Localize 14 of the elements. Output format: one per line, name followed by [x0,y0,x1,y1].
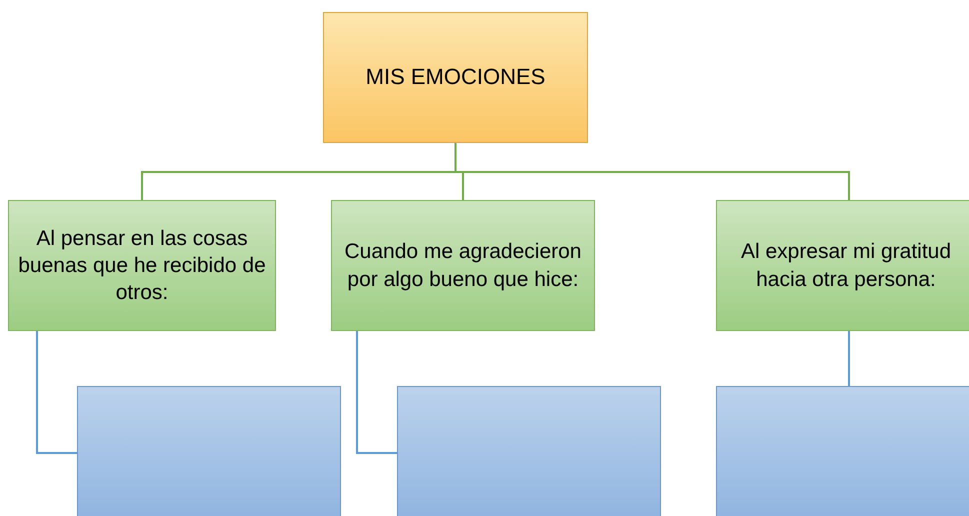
category-box [716,200,969,331]
connector-line [356,331,397,454]
box-text: MIS EMOCIONES [366,63,546,92]
title-box [323,12,588,143]
box-text: Cuando me agradecieron por algo bueno que hice: [344,239,582,292]
category-box [8,200,276,331]
connector-line [36,331,77,454]
category-box [331,200,595,331]
answer-box [716,386,969,516]
box-text: Al expresar mi gratitud hacia otra persona: [740,239,952,292]
connector-line [848,331,850,386]
answer-box [77,386,341,516]
answer-box [397,386,661,516]
box-text: Al pensar en las cosas buenas que he recibido de otros: [17,226,267,306]
